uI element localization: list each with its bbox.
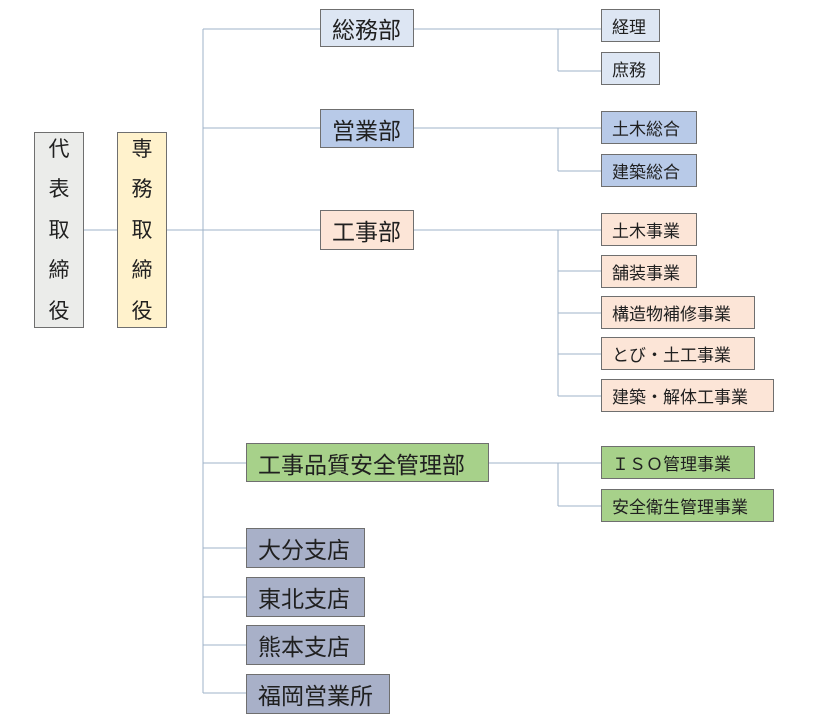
general-affairs-department-label: 総務部 [332, 18, 401, 44]
general-affairs-department-box: 総務部 [320, 9, 414, 47]
branch-box: 熊本支店 [246, 625, 365, 665]
construction-child-box: 土木事業 [601, 213, 697, 246]
sales-department-label: 営業部 [332, 118, 401, 145]
general-affairs-child-box: 経理 [601, 9, 660, 42]
branch-box: 福岡営業所 [246, 674, 390, 714]
president-box: 代表取締役 [34, 132, 84, 328]
construction-child-box: 構造物補修事業 [601, 296, 755, 329]
construction-child-label: 構造物補修事業 [612, 305, 731, 325]
managing-director-label: 専務取締役 [131, 136, 153, 323]
branch-label: 熊本支店 [258, 635, 350, 661]
construction-child-box: 建築・解体工事業 [601, 379, 774, 412]
quality-safety-department-label: 工事品質安全管理部 [258, 452, 465, 479]
managing-director-box: 専務取締役 [117, 132, 167, 328]
construction-child-label: 建築・解体工事業 [612, 388, 748, 408]
construction-department-label: 工事部 [332, 220, 401, 246]
construction-child-box: 舗装事業 [601, 255, 697, 288]
quality-safety-child-label: ＩＳＯ管理事業 [612, 455, 731, 475]
sales-child-box: 土木総合 [601, 111, 697, 144]
quality-safety-child-label: 安全衛生管理事業 [612, 498, 748, 518]
general-affairs-child-label: 庶務 [612, 61, 646, 81]
general-affairs-child-box: 庶務 [601, 52, 660, 85]
sales-child-label: 土木総合 [612, 120, 680, 140]
general-affairs-child-label: 経理 [612, 18, 646, 38]
construction-child-box: とび・土工事業 [601, 337, 755, 370]
construction-child-label: 舗装事業 [612, 264, 680, 284]
president-label: 代表取締役 [48, 136, 70, 323]
construction-department-box: 工事部 [320, 210, 414, 250]
branch-label: 東北支店 [258, 587, 350, 613]
branch-label: 福岡営業所 [258, 684, 373, 710]
branch-box: 東北支店 [246, 577, 365, 617]
construction-child-label: 土木事業 [612, 222, 680, 242]
sales-child-label: 建築総合 [612, 163, 680, 183]
branch-label: 大分支店 [258, 538, 350, 564]
quality-safety-department-box: 工事品質安全管理部 [246, 443, 489, 482]
sales-child-box: 建築総合 [601, 154, 697, 187]
sales-department-box: 営業部 [320, 109, 414, 148]
quality-safety-child-box: 安全衛生管理事業 [601, 489, 774, 522]
branch-box: 大分支店 [246, 528, 365, 568]
construction-child-label: とび・土工事業 [612, 346, 731, 366]
quality-safety-child-box: ＩＳＯ管理事業 [601, 446, 755, 479]
